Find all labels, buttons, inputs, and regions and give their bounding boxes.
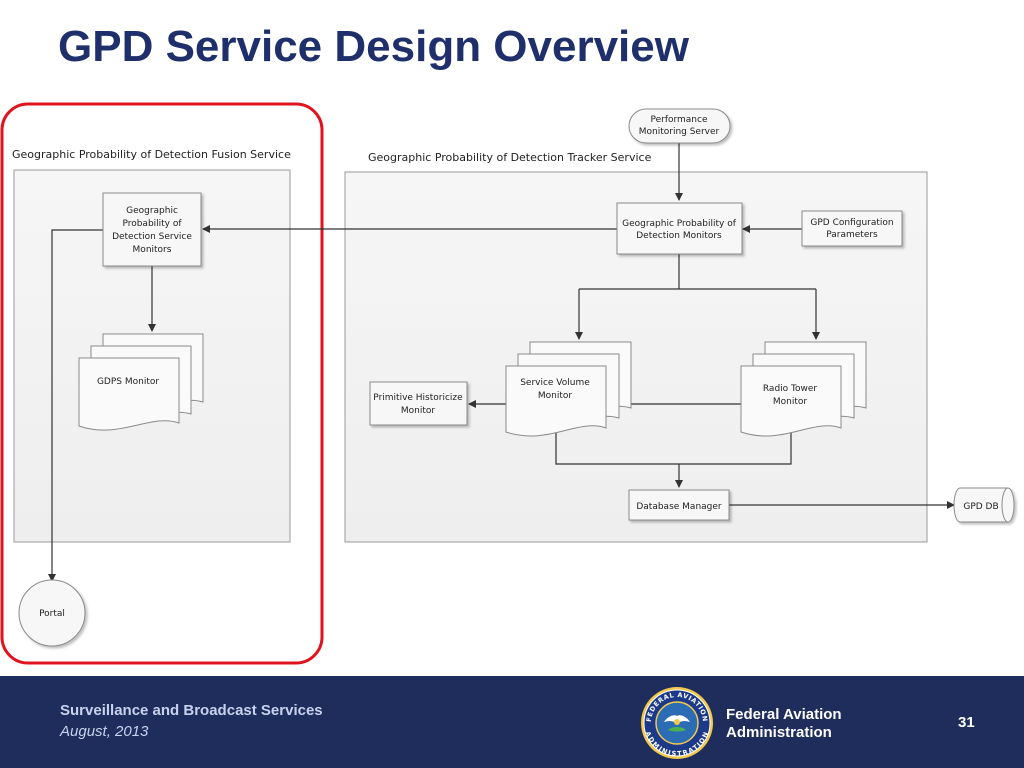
edge-merge-to-db-manager: [555, 432, 792, 465]
radio-tower-line2: Monitor: [773, 397, 808, 407]
fusion-service-monitors-node: [102, 192, 202, 267]
database-manager-label: Database Manager: [636, 502, 722, 512]
gpd-db-node: [953, 487, 1015, 523]
service-volume-line2: Monitor: [538, 391, 573, 401]
gdps-monitor-node: [78, 333, 204, 431]
fusion-monitors-line3: Detection Service: [112, 232, 192, 242]
config-parameters-line2: Parameters: [826, 230, 878, 240]
gdps-monitor-label: GDPS Monitor: [97, 377, 159, 387]
performance-server-line2: Monitoring Server: [639, 127, 720, 137]
footer-bar: Surveillance and Broadcast Services Augu…: [0, 676, 1024, 768]
fusion-monitors-line4: Monitors: [133, 245, 172, 255]
fusion-monitors-line1: Geographic: [126, 206, 178, 216]
detection-monitors-line2: Detection Monitors: [636, 231, 722, 241]
gpd-db-label: GPD DB: [963, 502, 998, 512]
detection-monitors-node: [616, 202, 743, 255]
service-volume-line1: Service Volume: [520, 378, 590, 388]
footer-agency-name: Federal Aviation Administration: [726, 706, 842, 742]
page-title: GPD Service Design Overview: [58, 22, 689, 71]
footer-date: August, 2013: [60, 723, 149, 740]
portal-node: [18, 579, 86, 647]
config-parameters-line1: GPD Configuration: [810, 218, 893, 228]
service-volume-monitor-node: [505, 341, 632, 437]
tracker-service-label: Geographic Probability of Detection Trac…: [368, 151, 652, 164]
performance-server-line1: Performance: [650, 115, 707, 125]
footer-org: Surveillance and Broadcast Services: [60, 702, 323, 719]
fusion-service-label: Geographic Probability of Detection Fusi…: [12, 148, 291, 161]
primitive-historicize-line2: Monitor: [401, 406, 436, 416]
radio-tower-monitor-node: [740, 341, 867, 437]
footer-agency-line1: Federal Aviation: [726, 706, 842, 723]
primitive-historicize-line1: Primitive Historicize: [373, 393, 463, 403]
performance-server-node: [628, 108, 731, 144]
primitive-historicize-node: [369, 381, 468, 426]
config-parameters-node: [801, 210, 903, 247]
highlight-frame: [0, 102, 324, 665]
faa-seal-logo: FEDERAL AVIATION ADMINISTRATION: [641, 687, 713, 759]
fusion-monitors-line2: Probability of: [122, 219, 182, 229]
detection-monitors-line1: Geographic Probability of: [622, 219, 737, 229]
architecture-diagram: Geographic Probability of Detection Fusi…: [0, 102, 1015, 665]
database-manager-node: [628, 489, 730, 521]
radio-tower-line1: Radio Tower: [763, 384, 818, 394]
edge-fusion-to-portal: [48, 229, 103, 582]
portal-label: Portal: [39, 609, 65, 619]
footer-agency-line2: Administration: [726, 724, 832, 741]
page-number: 31: [958, 714, 975, 731]
